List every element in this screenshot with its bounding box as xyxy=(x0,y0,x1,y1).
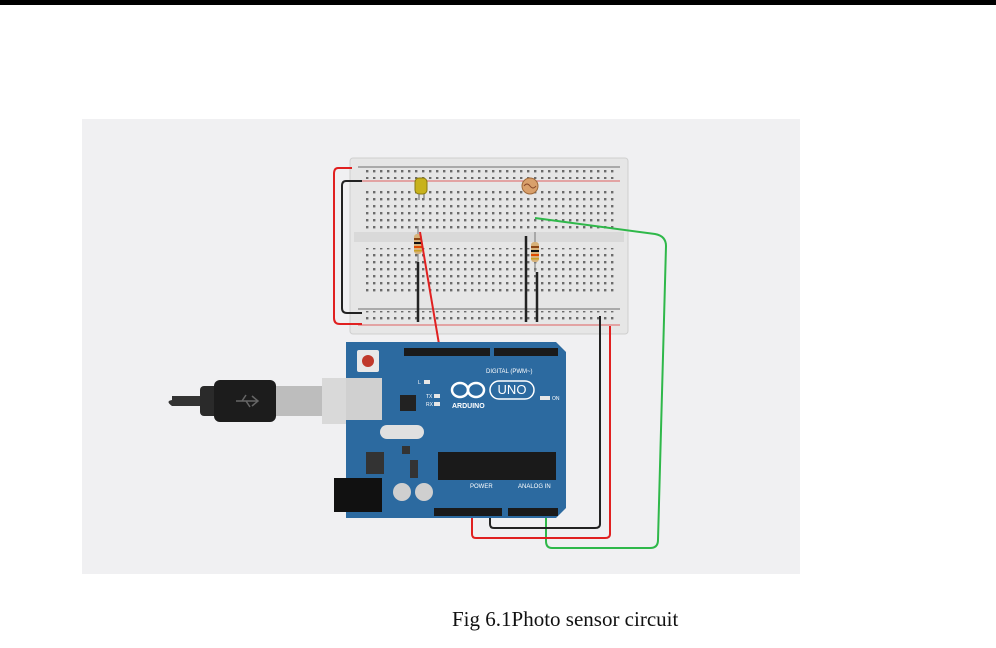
board-model-label: UNO xyxy=(498,382,527,397)
rx-led-label: RX xyxy=(426,402,434,408)
power-jack xyxy=(334,478,382,512)
wire-red-pin xyxy=(419,231,441,351)
wire-red-left xyxy=(333,167,362,325)
wire-red-5v xyxy=(471,326,611,539)
resistor-2 xyxy=(531,232,539,272)
microcontroller-chip xyxy=(438,452,556,480)
on-led-label: ON xyxy=(552,396,560,402)
power-pins-label: POWER xyxy=(470,484,493,490)
digital-header-2 xyxy=(494,348,558,356)
top-border xyxy=(0,0,996,5)
arduino-board xyxy=(334,342,566,518)
l-led-label: L xyxy=(418,380,421,386)
board-brand-label: ARDUINO xyxy=(452,403,485,410)
analog-pins-label: ANALOG IN xyxy=(518,484,551,490)
tx-led-label: TX xyxy=(426,394,433,400)
breadboard xyxy=(349,157,629,335)
wire-green-signal xyxy=(534,217,668,549)
reset-button xyxy=(362,355,374,367)
figure-caption: Fig 6.1Photo sensor circuit xyxy=(452,607,679,631)
arduino-logo-icon xyxy=(450,381,486,399)
usb-icon xyxy=(236,394,260,408)
digital-pins-label: DIGITAL (PWM~) xyxy=(486,369,533,375)
capacitor-2 xyxy=(415,483,433,501)
capacitor-1 xyxy=(393,483,411,501)
photoresistor xyxy=(521,177,539,195)
analog-header xyxy=(508,508,558,516)
wire-black-gnd xyxy=(489,316,601,529)
resistor-1 xyxy=(414,226,422,262)
wire-black-left xyxy=(341,180,362,314)
digital-header-1 xyxy=(404,348,490,356)
led xyxy=(414,177,428,200)
power-header xyxy=(434,508,502,516)
